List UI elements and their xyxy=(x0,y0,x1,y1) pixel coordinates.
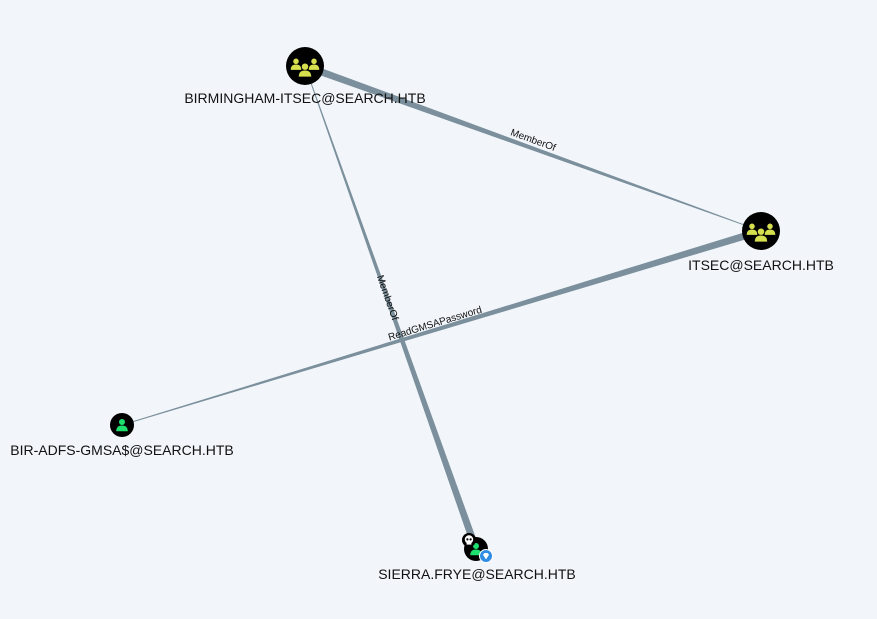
node-label: BIR-ADFS-GMSA$@SEARCH.HTB xyxy=(10,442,233,458)
edge-line[interactable] xyxy=(310,83,478,545)
user-icon xyxy=(470,543,482,556)
node-birmingham[interactable]: BIRMINGHAM-ITSEC@SEARCH.HTB xyxy=(184,47,426,106)
edge-line[interactable] xyxy=(312,65,744,226)
edge-line[interactable] xyxy=(133,230,753,422)
edge-label: MemberOf xyxy=(374,274,400,322)
group-icon xyxy=(290,58,320,77)
user-icon xyxy=(116,419,128,432)
node-label: BIRMINGHAM-ITSEC@SEARCH.HTB xyxy=(184,90,425,106)
node-itsec[interactable]: ITSEC@SEARCH.HTB xyxy=(688,212,834,273)
edge-label: ReadGMSAPassword xyxy=(387,305,483,344)
node-label: SIERRA.FRYE@SEARCH.HTB xyxy=(378,566,576,582)
high-value-gem-icon xyxy=(479,549,493,563)
node-sierra[interactable]: SIERRA.FRYE@SEARCH.HTB xyxy=(378,533,576,582)
owned-skull-icon xyxy=(462,533,476,547)
edge-readgmsapassword[interactable]: ReadGMSAPassword xyxy=(133,230,753,422)
group-icon xyxy=(746,223,776,242)
node-gmsa[interactable]: BIR-ADFS-GMSA$@SEARCH.HTB xyxy=(10,413,234,458)
nodes-layer: BIRMINGHAM-ITSEC@SEARCH.HTB ITSEC@SEARCH.… xyxy=(10,47,834,582)
node-label: ITSEC@SEARCH.HTB xyxy=(688,257,834,273)
